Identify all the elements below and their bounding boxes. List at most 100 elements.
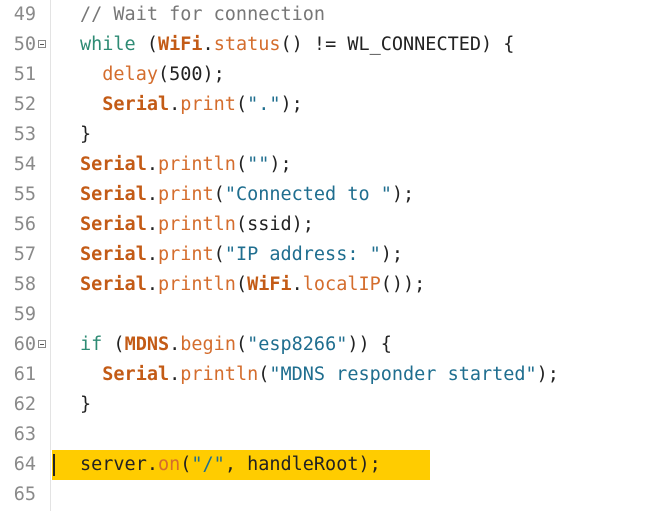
code-token-fn: print — [157, 244, 214, 265]
code-line[interactable]: 56 Serial.println(ssid); — [0, 210, 668, 240]
code-token-comment: // Wait for connection — [80, 4, 326, 25]
code-line[interactable]: 61 Serial.println("MDNS responder starte… — [0, 360, 668, 390]
code-line[interactable]: 57 Serial.print("IP address: "); — [0, 240, 668, 270]
code-token-fn: println — [157, 154, 236, 175]
code-token-obj: Serial — [80, 244, 147, 265]
code-token-obj: Serial — [80, 274, 147, 295]
code-token-plain — [80, 94, 102, 115]
code-token-fn: print — [180, 94, 236, 115]
code-token-fn: println — [180, 364, 259, 385]
code-token-plain: server. — [80, 454, 158, 475]
code-token-str: "Connected to " — [224, 184, 392, 205]
code-token-fn: status — [213, 34, 281, 55]
line-number: 57 — [13, 244, 36, 265]
code-line[interactable]: 54 Serial.println(""); — [0, 150, 668, 180]
code-token-fn: println — [157, 274, 236, 295]
code-line[interactable]: 64 server.on("/", handleRoot); — [0, 450, 668, 480]
code-token-plain: . — [291, 274, 303, 295]
line-number: 64 — [13, 454, 36, 475]
code-line[interactable]: 62} — [0, 390, 668, 420]
line-number: 58 — [13, 274, 36, 295]
code-token-obj: Serial — [102, 94, 170, 115]
code-token-obj: WiFi — [247, 274, 292, 295]
line-number: 61 — [13, 364, 36, 385]
code-line[interactable]: 53} — [0, 120, 668, 150]
code-token-fn: delay — [102, 64, 158, 85]
code-token-plain: ); — [536, 364, 559, 385]
code-token-fn: print — [157, 184, 214, 205]
code-token-plain: , handleRoot); — [224, 454, 381, 475]
code-text: Serial.println(""); — [80, 150, 292, 180]
code-text: // Wait for connection — [80, 0, 325, 30]
code-token-obj: MDNS — [124, 334, 170, 355]
fold-collapse-icon[interactable] — [38, 40, 46, 48]
code-token-plain: ( — [235, 154, 248, 175]
code-token-plain: . — [146, 184, 158, 205]
code-token-plain: . — [169, 364, 181, 385]
code-token-plain: ( — [258, 364, 270, 385]
code-token-plain: (ssid); — [235, 214, 314, 235]
line-number: 51 — [13, 64, 36, 85]
line-number: 52 — [13, 94, 36, 115]
code-token-plain: . — [169, 94, 181, 115]
line-number: 49 — [13, 4, 36, 25]
code-token-str: "" — [247, 154, 270, 175]
line-number: 55 — [13, 184, 36, 205]
code-line[interactable]: 49 // Wait for connection — [0, 0, 668, 30]
code-line[interactable]: 55 Serial.print("Connected to "); — [0, 180, 668, 210]
code-text: } — [80, 390, 91, 420]
line-number: 59 — [13, 304, 36, 325]
fold-collapse-icon[interactable] — [38, 340, 46, 348]
line-number: 50 — [13, 34, 36, 55]
code-token-fn: println — [157, 214, 236, 235]
code-token-plain: ); — [391, 184, 415, 205]
code-token-fn: begin — [180, 334, 236, 355]
code-text: Serial.println(ssid); — [80, 210, 314, 240]
code-token-plain: ( — [135, 34, 158, 55]
code-token-plain: () != WL_CONNECTED) { — [280, 34, 515, 55]
code-token-plain: . — [146, 244, 158, 265]
code-token-obj: Serial — [102, 364, 170, 385]
code-token-plain: } — [80, 394, 92, 415]
code-token-plain: ( — [180, 454, 192, 475]
code-token-plain: . — [202, 34, 214, 55]
code-token-plain: ); — [269, 154, 292, 175]
code-token-plain — [80, 364, 102, 385]
code-token-kw: while — [80, 34, 136, 55]
code-token-str: "/" — [191, 454, 225, 475]
code-token-kw: if — [80, 334, 103, 355]
code-text: Serial.print("Connected to "); — [80, 180, 414, 210]
code-line[interactable]: 51 delay(500); — [0, 60, 668, 90]
line-number: 56 — [13, 214, 36, 235]
code-line[interactable]: 65 — [0, 480, 668, 510]
code-line[interactable]: 59 — [0, 300, 668, 330]
code-text: if (MDNS.begin("esp8266")) { — [80, 330, 392, 360]
code-token-obj: Serial — [80, 214, 147, 235]
code-text: while (WiFi.status() != WL_CONNECTED) { — [80, 30, 514, 60]
code-text: Serial.print("IP address: "); — [80, 240, 403, 270]
code-token-str: "MDNS responder started" — [269, 364, 537, 385]
code-text: Serial.println("MDNS responder started")… — [80, 360, 559, 390]
code-token-obj: Serial — [80, 184, 147, 205]
current-line-highlight — [52, 450, 430, 480]
code-token-str: "." — [247, 94, 281, 115]
code-line[interactable]: 52 Serial.print("."); — [0, 90, 668, 120]
code-token-plain: )) { — [347, 334, 392, 355]
line-number: 54 — [13, 154, 36, 175]
text-cursor — [53, 454, 55, 476]
code-line[interactable]: 63 — [0, 420, 668, 450]
code-token-fn: on — [157, 454, 181, 475]
code-token-fn: localIP — [302, 274, 381, 295]
line-number: 60 — [13, 334, 36, 355]
code-token-str: "esp8266" — [247, 334, 348, 355]
code-token-plain: ( — [213, 244, 225, 265]
code-token-plain: . — [146, 154, 158, 175]
code-text: } — [80, 120, 91, 150]
code-token-obj: Serial — [80, 154, 147, 175]
code-token-plain: . — [146, 274, 158, 295]
code-token-plain: ( — [235, 94, 248, 115]
code-line[interactable]: 60 if (MDNS.begin("esp8266")) { — [0, 330, 668, 360]
